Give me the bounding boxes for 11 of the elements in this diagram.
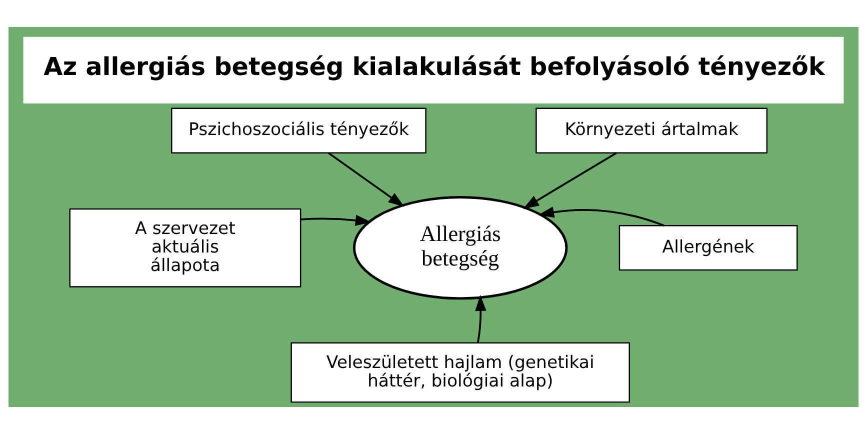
arrow <box>300 214 372 226</box>
node-box: Allergének <box>618 224 798 270</box>
node-box: Pszichoszociális tényezők <box>171 107 426 153</box>
arrow <box>328 152 404 206</box>
arrow <box>522 152 617 209</box>
arrow <box>475 294 486 342</box>
arrow <box>538 206 664 226</box>
node-box: A szervezet aktuális állapota <box>69 208 302 287</box>
diagram-title: Az allergiás betegség kialakulását befolyásoló tényezők <box>44 52 825 81</box>
node-box: Környezeti ártalmak <box>536 107 768 153</box>
node-box: Veleszületett hajlam (genetikai háttér, biológiai alap) <box>290 342 630 402</box>
